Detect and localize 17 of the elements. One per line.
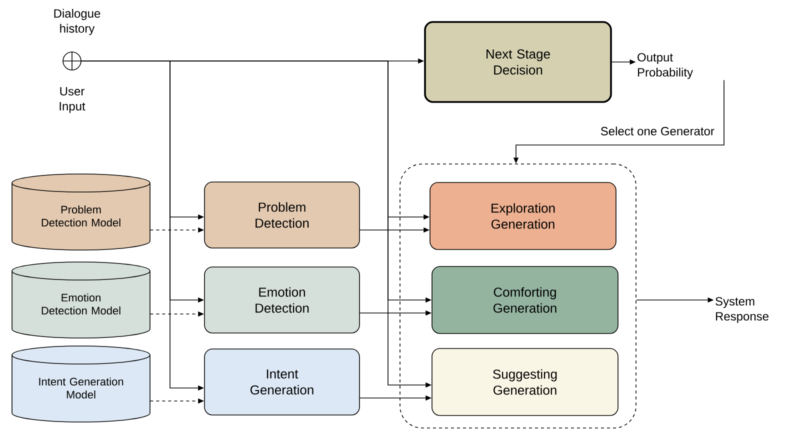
database-cylinder: Emotion Detection Model <box>12 262 150 338</box>
sum-symbol <box>62 51 82 71</box>
input-label: User Input <box>60 87 86 113</box>
database-cylinder: Intent Generation Model <box>12 346 150 422</box>
process-box: Intent Generation <box>204 348 360 416</box>
process-box: Comforting Generation <box>432 266 618 334</box>
group-container <box>400 164 636 428</box>
database-cylinder: Problem Detection Model <box>12 174 150 250</box>
process-box: Next Stage Decision <box>424 21 612 103</box>
output-text: System Response <box>716 297 768 323</box>
output-text: Output Probability <box>638 53 693 79</box>
process-box: Exploration Generation <box>430 182 616 250</box>
process-box: Suggesting Generation <box>432 348 618 416</box>
process-box: Problem Detection <box>204 182 360 248</box>
edge-label: Select one Generator <box>600 126 714 136</box>
input-label: Dialogue history <box>54 8 100 36</box>
process-box: Emotion Detection <box>204 266 360 334</box>
